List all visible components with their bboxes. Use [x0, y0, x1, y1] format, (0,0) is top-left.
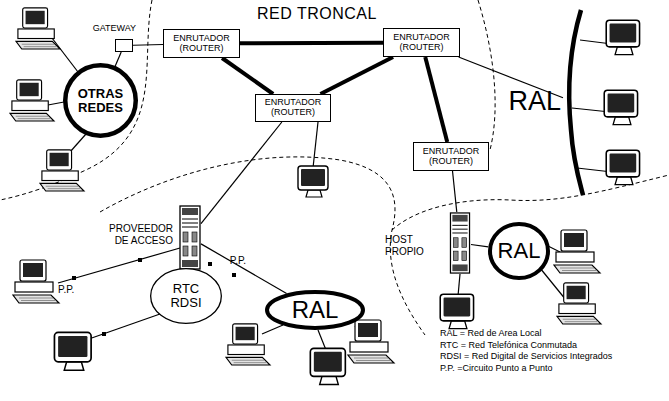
illustration-part	[208, 262, 212, 266]
ellipse-shape	[267, 292, 363, 328]
node-text: HOST PROPIO	[385, 234, 427, 257]
node-text: ENRUTADOR (ROUTER)	[414, 147, 488, 167]
legend-row: RTC = Red Telefónica Conmutada	[440, 340, 612, 352]
illustration-part	[102, 332, 106, 336]
line-connectors	[72, 258, 236, 336]
illustration-part	[70, 134, 86, 152]
node-text: RAL	[292, 297, 339, 322]
node-text: PROVEEDOR DE ACCESO	[101, 223, 173, 246]
node-text: ENRUTADOR (ROUTER)	[164, 34, 239, 54]
illustration-part	[16, 8, 60, 49]
link-label: P.P.	[230, 255, 246, 266]
backbone-link	[222, 58, 273, 94]
router-box: ENRUTADOR (ROUTER)	[383, 28, 460, 57]
network-link	[201, 122, 282, 224]
network-ellipse: OTRAS REDES	[63, 63, 138, 138]
illustration-part	[40, 150, 84, 191]
illustration-part	[440, 294, 473, 328]
illustration-part	[606, 20, 639, 54]
bus-line	[569, 10, 583, 195]
illustration-part	[232, 273, 236, 277]
node-text: GATEWAY	[93, 24, 136, 34]
legend: RAL = Red de Area LocalRTC = Red Telefón…	[440, 328, 612, 374]
region-boundaries	[0, 0, 669, 335]
router-box: ENRUTADOR (ROUTER)	[413, 142, 489, 171]
network-ellipse: RTC RDSI	[150, 268, 222, 324]
illustration-part	[52, 38, 78, 72]
illustration-part	[606, 150, 639, 184]
ellipse-shape	[65, 65, 136, 136]
illustration-part	[348, 320, 394, 363]
illustration-part	[54, 332, 91, 370]
bus-outline	[563, 10, 587, 195]
node-text: OTRAS REDES	[66, 87, 136, 114]
server-node: HOST PROPIO	[449, 212, 471, 274]
illustration-part	[310, 348, 345, 384]
illustration-part	[48, 102, 64, 105]
server-node: PROVEEDOR DE ACCESO	[179, 205, 201, 270]
backbone-link	[320, 57, 393, 94]
router-box: ENRUTADOR (ROUTER)	[255, 94, 331, 122]
illustration-part	[72, 276, 76, 280]
node-text: RAL	[508, 86, 561, 117]
network-link	[115, 52, 121, 66]
server-symbol	[450, 213, 469, 273]
legend-text: RTC = Red Telefónica Conmutada	[440, 340, 577, 350]
server-outline	[179, 205, 201, 270]
node-text: ENRUTADOR (ROUTER)	[384, 33, 459, 53]
ellipse-shape	[151, 269, 222, 324]
ellipse-shape	[490, 224, 548, 278]
computer-terminals	[10, 8, 640, 385]
network-link	[471, 244, 488, 246]
node-text: ENRUTADOR (ROUTER)	[256, 98, 330, 118]
illustration-part	[298, 166, 328, 197]
network-ellipse: RAL	[265, 290, 365, 330]
legend-row: RDSI = Red Digital de Servicios Integrad…	[440, 351, 612, 363]
illustration-part	[478, 0, 495, 150]
legend-text: RAL = Red de Area Local	[440, 328, 541, 338]
node-text: RAL	[498, 239, 541, 262]
illustration-part	[10, 80, 54, 121]
legend-row: RAL = Red de Area Local	[440, 328, 612, 340]
network-link	[453, 171, 457, 212]
server-symbol	[180, 206, 200, 269]
illustration-part	[226, 324, 270, 365]
network-link	[133, 44, 163, 46]
illustration-part	[554, 230, 600, 273]
router-box: ENRUTADOR (ROUTER)	[163, 29, 240, 58]
illustration-part	[313, 122, 318, 168]
link-label: P.P.	[58, 284, 74, 295]
illustration-part	[138, 258, 142, 262]
illustration-part	[318, 330, 326, 350]
illustration-part	[262, 325, 283, 334]
router-box: GATEWAY	[115, 39, 133, 52]
node-text: RTC RDSI	[166, 282, 206, 309]
legend-row: P.P. =Circuito Punto a Punto	[440, 363, 612, 375]
server-outline	[449, 212, 471, 274]
illustration-part	[604, 90, 637, 124]
illustration-part	[86, 314, 160, 340]
illustration-part	[0, 0, 152, 200]
legend-text: P.P. =Circuito Punto a Punto	[440, 363, 553, 373]
backbone-link	[240, 41, 383, 46]
illustration-part	[458, 274, 460, 296]
illustration-part	[557, 283, 601, 324]
diagram-title: RED TRONCAL	[257, 5, 377, 23]
illustration-part	[100, 157, 425, 335]
illustration-part	[13, 260, 59, 303]
backbone-link	[425, 57, 447, 142]
network-ellipse: RAL	[488, 222, 550, 280]
legend-text: RDSI = Red Digital de Servicios Integrad…	[440, 351, 612, 361]
terminal-wires	[48, 38, 612, 350]
lan-bus: RAL	[563, 10, 587, 195]
